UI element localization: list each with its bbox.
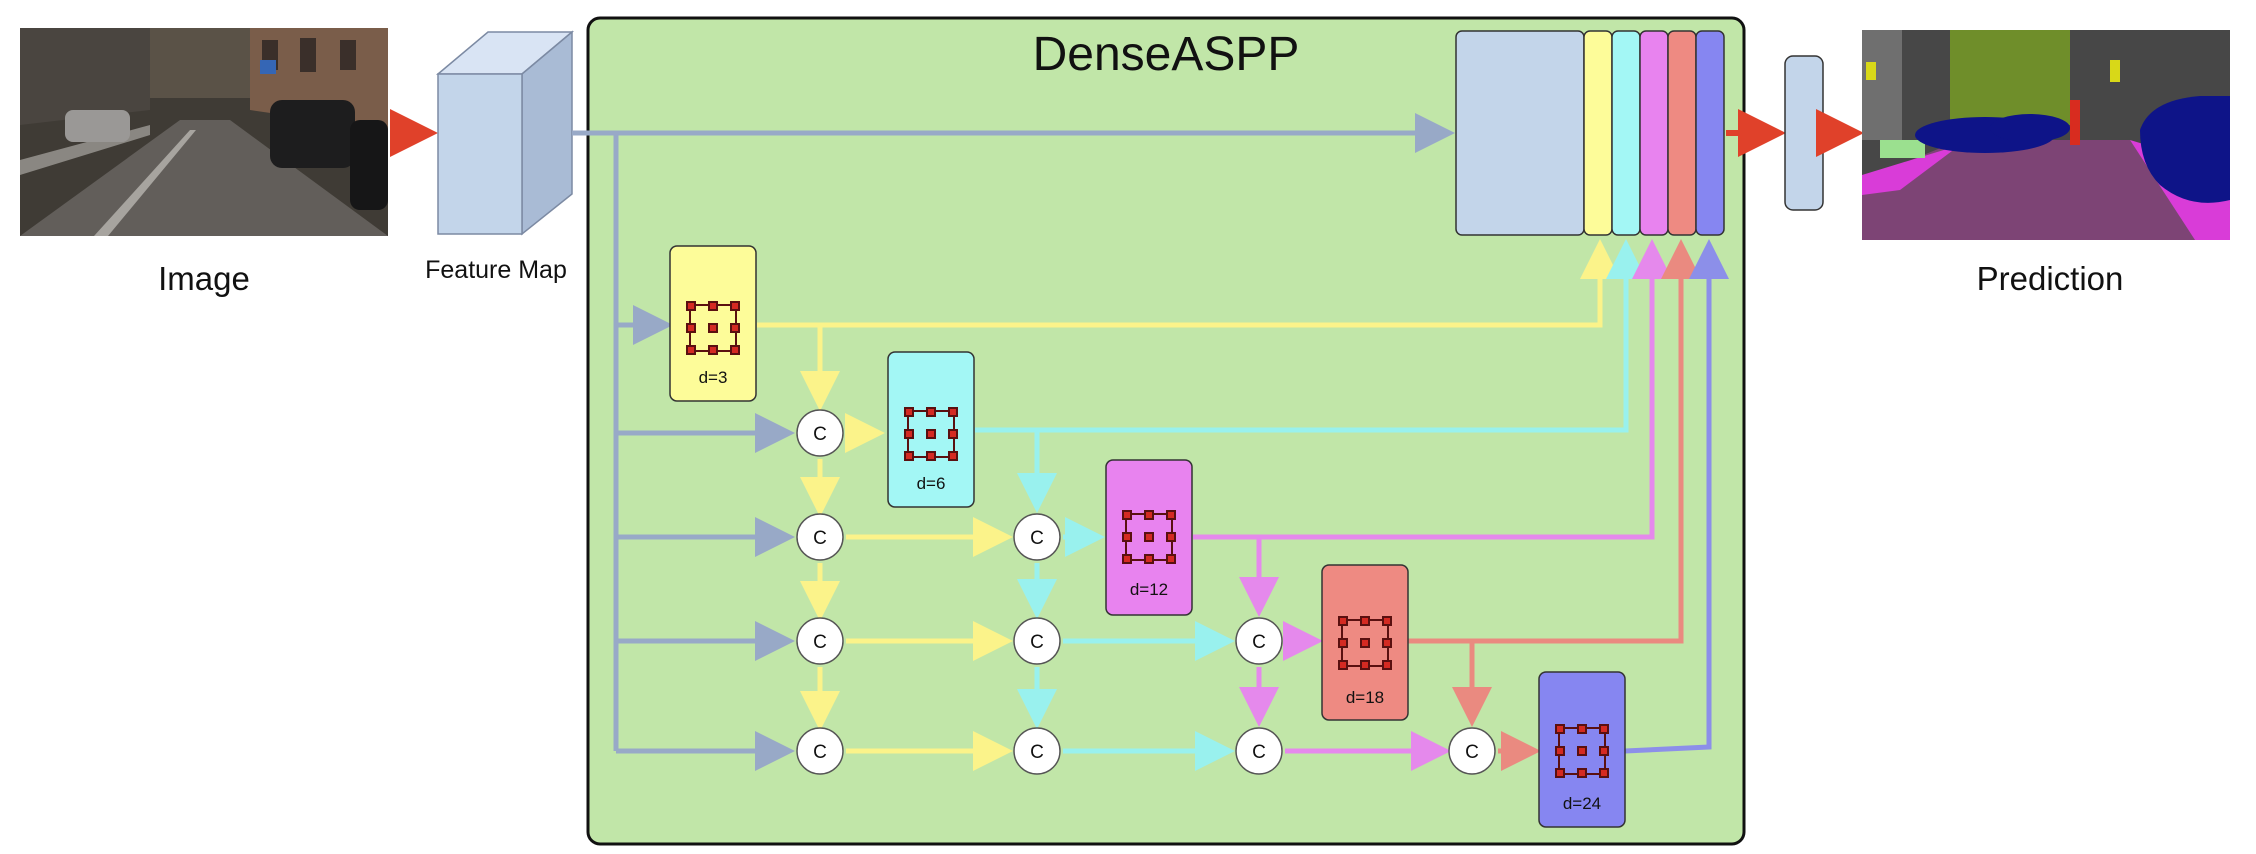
svg-text:C: C	[813, 528, 827, 549]
branch-label-d12: d=12	[1130, 580, 1168, 599]
feature-input-arrows	[572, 113, 1455, 771]
branch-label-d18: d=18	[1346, 688, 1384, 707]
d12-output-arrows	[1193, 239, 1672, 771]
d24-output-arrow	[1624, 239, 1729, 754]
concat-node: C	[796, 513, 844, 561]
conv-block-d12: d=12	[1105, 459, 1193, 616]
svg-text:C: C	[1252, 632, 1266, 653]
concat-node: C	[1013, 617, 1061, 665]
d18-output-arrows	[1408, 239, 1701, 771]
svg-text:C: C	[813, 632, 827, 653]
concat-node: C	[1448, 727, 1496, 775]
conv-block-d24: d=24	[1538, 671, 1626, 828]
svg-text:C: C	[1030, 528, 1044, 549]
input-label: Image	[158, 260, 250, 297]
concat-node: C	[796, 617, 844, 665]
svg-text:C: C	[1465, 742, 1479, 763]
conv-block-d18: d=18	[1321, 564, 1409, 721]
prediction-label: Prediction	[1977, 260, 2124, 297]
feature-map-cube	[435, 30, 575, 236]
classifier-block	[1784, 55, 1824, 211]
svg-text:C: C	[813, 742, 827, 763]
d3-output-arrows	[757, 239, 1620, 771]
branch-label-d3: d=3	[699, 368, 728, 387]
d6-output-arrows	[975, 239, 1646, 771]
branch-label-d24: d=24	[1563, 794, 1601, 813]
svg-text:C: C	[1252, 742, 1266, 763]
concat-output-stack	[1455, 30, 1725, 236]
concat-node: C	[1235, 727, 1283, 775]
concat-node: C	[1235, 617, 1283, 665]
feature-map-label: Feature Map	[425, 256, 567, 284]
branch-label-d6: d=6	[917, 474, 946, 493]
conv-block-d3: d=3	[669, 245, 757, 402]
prediction-image	[1862, 30, 2230, 240]
concat-node: C	[1013, 513, 1061, 561]
concat-node: C	[796, 409, 844, 457]
svg-text:C: C	[1030, 632, 1044, 653]
concat-node: C	[796, 727, 844, 775]
input-image	[20, 28, 388, 236]
svg-text:C: C	[1030, 742, 1044, 763]
concat-nodes: C C C C C C C C C C	[796, 409, 1496, 775]
panel-title: DenseASPP	[1033, 28, 1300, 81]
conv-block-d6: d=6	[887, 351, 975, 508]
svg-text:C: C	[813, 424, 827, 445]
concat-node: C	[1013, 727, 1061, 775]
